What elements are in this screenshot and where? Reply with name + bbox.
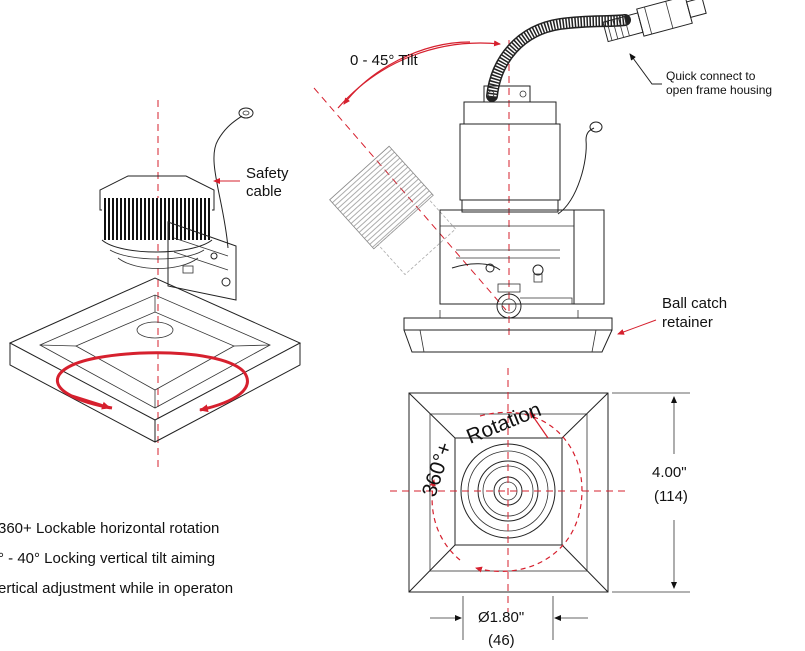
rotation-word-label: Rotation	[463, 398, 544, 449]
side-heat-sink	[459, 101, 561, 213]
height-mm: (114)	[654, 488, 688, 505]
heat-sink	[99, 175, 215, 269]
square-trim	[8, 277, 302, 443]
ball-catch-label: Ball catch	[662, 295, 727, 312]
safety-cable	[213, 107, 254, 249]
rotation-arrow	[55, 351, 249, 413]
safety-cable-label-2: cable	[246, 183, 282, 200]
quick-connector	[602, 0, 707, 43]
quick-connect-label: Quick connect to	[666, 69, 756, 83]
side-flange	[403, 310, 613, 353]
side-elevation: 0 - 45° Tilt Quick connect to open frame…	[313, 0, 772, 353]
isometric-fixture: Safety cable	[8, 100, 302, 470]
feature-item-rotation: 360+ Lockable horizontal rotation	[0, 520, 219, 537]
tilt-label: 0 - 45° Tilt	[350, 52, 419, 69]
aperture-inches: Ø1.80"	[478, 609, 524, 626]
tilted-heat-sink-ghost	[329, 145, 457, 276]
safety-cable-label: Safety	[246, 165, 289, 182]
quick-connect-label-2: open frame housing	[666, 83, 772, 97]
feature-item-tilt: ° - 40° Locking vertical tilt aiming	[0, 550, 215, 567]
feature-list: 360+ Lockable horizontal rotation ° - 40…	[0, 520, 233, 597]
plan-view: 360°+ Rotation 4.00" (114) Ø1.80" (46)	[390, 368, 690, 649]
bracket	[167, 221, 237, 301]
housing-body	[439, 209, 605, 319]
aperture-mm: (46)	[488, 632, 515, 649]
feature-item-vertical-adjust: ertical adjustment while in operaton	[0, 580, 233, 597]
height-inches: 4.00"	[652, 464, 687, 481]
ball-catch-label-2: retainer	[662, 314, 713, 331]
